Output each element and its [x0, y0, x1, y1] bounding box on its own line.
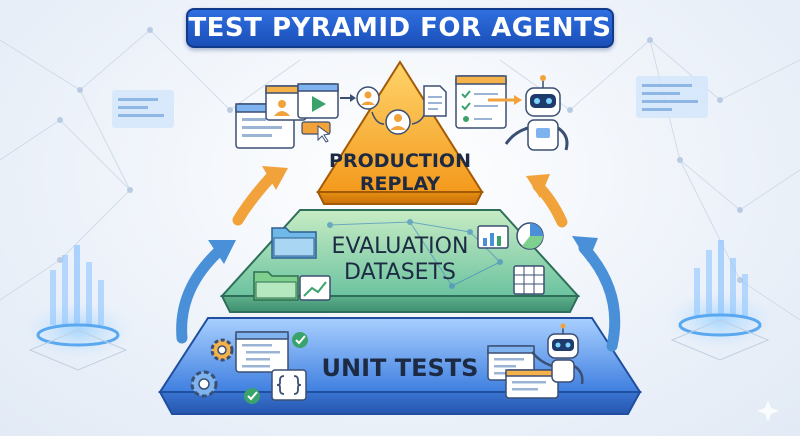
pie-chart-icon [516, 222, 544, 250]
left-orange-arrow [232, 166, 288, 226]
gear-icon [210, 338, 234, 362]
check-icon [292, 332, 308, 348]
tier-label-line: PRODUCTION [329, 150, 471, 172]
tier-label-unit-tests: UNIT TESTS [321, 354, 479, 382]
user-icon [356, 86, 380, 110]
sparkle-icon [757, 400, 779, 422]
background-nodes [57, 27, 743, 283]
check-icon [244, 388, 260, 404]
cursor-button-icon [301, 121, 331, 143]
right-blue-arrow [572, 236, 621, 352]
right-code-panel [636, 76, 708, 118]
tier-label-line: DATASETS [344, 260, 456, 285]
tier-label-evaluation-datasets: EVALUATION DATASETS [250, 234, 550, 286]
left-code-panel [112, 90, 174, 128]
left-hologram [22, 245, 134, 371]
user-profile-window-icon [265, 85, 307, 121]
right-orange-arrow [526, 174, 568, 228]
tier-label-line: EVALUATION [331, 234, 469, 259]
code-braces-icon [271, 369, 307, 401]
bar-chart-icon [477, 225, 509, 249]
tier-label-production-replay: PRODUCTION REPLAY [290, 150, 510, 196]
arrow-right-icon [340, 94, 356, 102]
line-chart-icon [299, 275, 331, 301]
code-window-icon [235, 331, 289, 373]
left-blue-arrow [176, 240, 236, 344]
gear-icon [190, 370, 218, 398]
document-icon [423, 85, 447, 117]
page-title: TEST PYRAMID FOR AGENTS [188, 13, 612, 43]
tier-label-line: REPLAY [359, 173, 441, 195]
middle-network [327, 219, 503, 289]
table-icon [513, 265, 545, 295]
robot-icon [531, 323, 584, 385]
robot-icon [504, 75, 569, 151]
video-player-icon [297, 83, 339, 119]
checklist-icon [455, 75, 522, 129]
folder-icon [271, 227, 317, 259]
right-hologram [664, 240, 776, 361]
folder-icon [253, 271, 299, 301]
title-banner: TEST PYRAMID FOR AGENTS [186, 8, 614, 48]
user-icon [385, 109, 411, 135]
code-window-icon [505, 369, 559, 399]
